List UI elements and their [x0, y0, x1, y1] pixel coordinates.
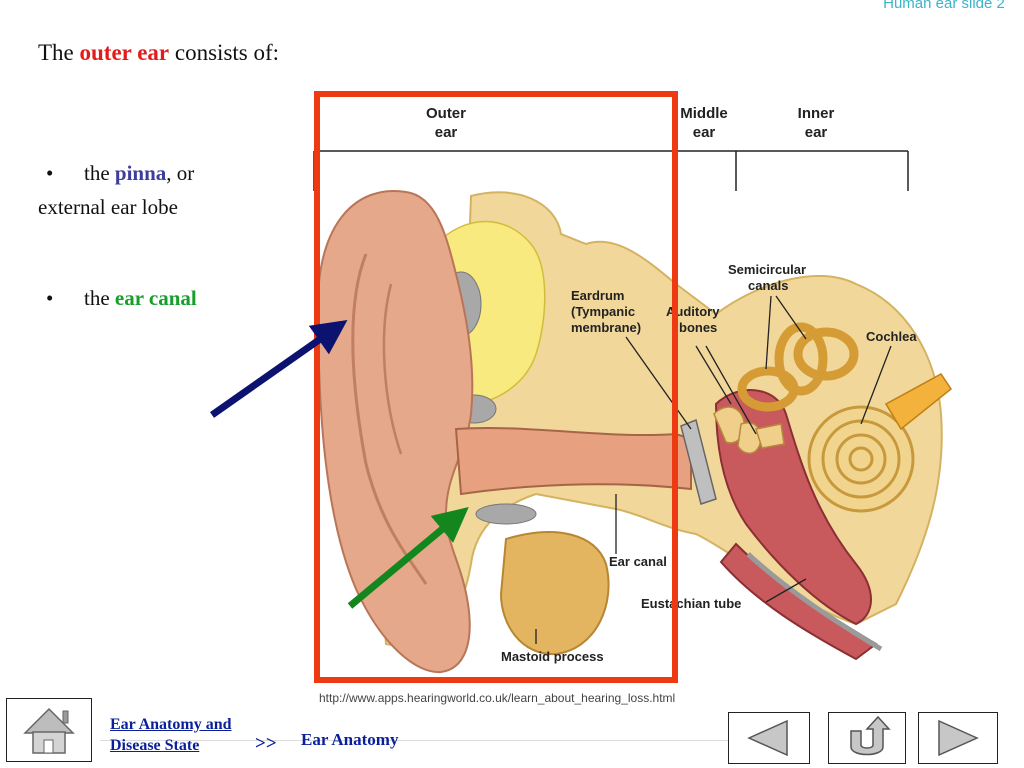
- label-eardrum-3: membrane): [571, 320, 641, 335]
- back-button[interactable]: [728, 712, 810, 764]
- footer-divider: [100, 740, 780, 741]
- header-inner-2: ear: [805, 124, 828, 141]
- ear-canal-tube: [454, 426, 692, 496]
- bullet-pre: the: [84, 286, 115, 310]
- label-pointers: [535, 295, 892, 644]
- bullet-term-ear-canal: ear canal: [114, 286, 197, 310]
- bullet-ear-canal: • the ear canal: [46, 286, 197, 311]
- heading-term: outer ear: [79, 40, 170, 65]
- slide-heading: The outer ear consists of:: [38, 40, 279, 66]
- bullet-marker: •: [46, 161, 54, 185]
- pinna-inner-fold: [351, 253, 428, 585]
- breadcrumb-parent-line2: Disease State: [110, 737, 200, 754]
- eardrum: [680, 418, 717, 505]
- label-ear-canal: Ear canal: [609, 554, 667, 569]
- breadcrumb-parent-link[interactable]: Ear Anatomy and Disease State: [110, 714, 232, 756]
- triangle-right-icon: [938, 719, 979, 757]
- source-url: http://www.apps.hearingworld.co.uk/learn…: [319, 691, 676, 705]
- bullet-pinna-line2: external ear lobe: [38, 195, 178, 219]
- breadcrumb-parent-line1: Ear Anatomy and: [110, 716, 232, 733]
- label-auditory-1: Auditory: [666, 304, 720, 319]
- u-turn-icon: [850, 715, 891, 756]
- label-eustachian: Eustachian tube: [641, 596, 741, 611]
- bullet-post: , or: [166, 161, 195, 185]
- home-button[interactable]: [6, 698, 92, 762]
- header-middle-1: Middle: [680, 105, 728, 122]
- bullet-term-pinna: pinna: [114, 161, 167, 185]
- auditory-nerve: [884, 373, 953, 431]
- triangle-left-icon: [747, 719, 788, 757]
- return-button[interactable]: [828, 712, 906, 764]
- label-semicircular-1: Semicircular: [728, 262, 806, 277]
- bullet-pinna: • the pinna, or: [46, 158, 194, 189]
- outer-ear-highlight-frame: [314, 91, 678, 683]
- label-mastoid: Mastoid process: [501, 649, 604, 664]
- heading-post: consists of:: [169, 40, 280, 65]
- header-outer-1: Outer: [426, 105, 466, 122]
- label-auditory-2: bones: [679, 320, 717, 335]
- forward-button[interactable]: [918, 712, 998, 764]
- heading-pre: The: [38, 40, 80, 65]
- breadcrumb-current: Ear Anatomy: [301, 730, 399, 749]
- ear-anatomy-diagram: Outer ear Middle ear Inner ear: [313, 91, 953, 683]
- label-cochlea: Cochlea: [866, 329, 917, 344]
- header-outer-2: ear: [435, 124, 458, 141]
- cochlea: [807, 405, 915, 513]
- auditory-bones: [713, 406, 785, 454]
- arrow-to-pinna: [209, 319, 348, 418]
- home-icon: [23, 707, 75, 754]
- label-eardrum-2: (Tympanic: [571, 304, 635, 319]
- header-inner-1: Inner: [798, 105, 835, 122]
- label-eardrum-1: Eardrum: [571, 288, 624, 303]
- breadcrumb-separator: >>: [255, 733, 277, 754]
- bullet-marker: •: [46, 286, 54, 310]
- semicircular-canals: [737, 322, 859, 412]
- slide-number-label: Human ear slide 2: [883, 0, 1005, 12]
- bullet-pre: the: [84, 161, 115, 185]
- arrow-to-ear-canal: [347, 507, 469, 609]
- mastoid-process: [499, 531, 610, 656]
- header-middle-2: ear: [693, 124, 716, 141]
- label-semicircular-2: canals: [748, 278, 788, 293]
